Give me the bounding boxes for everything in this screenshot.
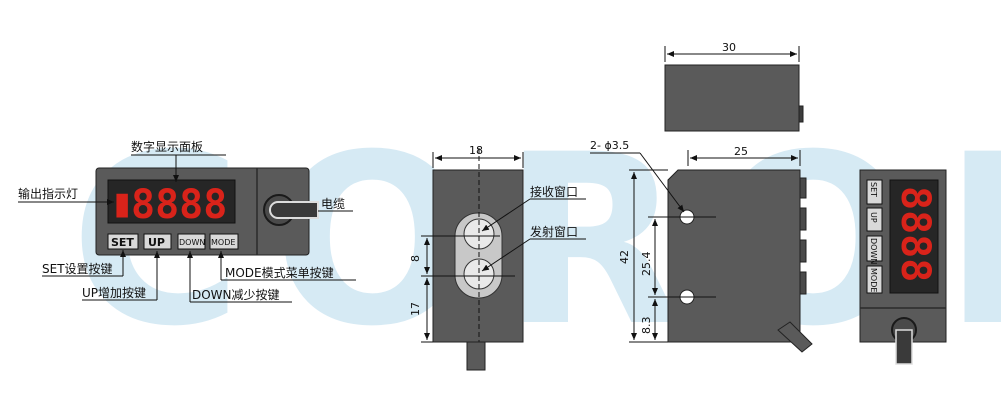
cable-label: 电缆	[321, 197, 345, 211]
emitter-label: 发射窗口	[530, 224, 578, 239]
side-view: 2- ϕ3.5 25 42 25.4 8.3	[590, 139, 813, 353]
dim-width: 18	[469, 144, 483, 157]
lens-view: 18 8 17 接收窗口 发射窗口	[409, 144, 586, 371]
mode-button[interactable]	[209, 233, 239, 250]
back-mode-button[interactable]	[866, 265, 883, 294]
receiver-label: 接收窗口	[530, 184, 578, 199]
cable	[269, 201, 319, 219]
indicator-label: 输出指示灯	[18, 186, 78, 201]
front-indicator-icon: ▮	[110, 180, 134, 226]
set-button[interactable]	[107, 233, 139, 250]
back-view: 8888 SET UP DOWN MODE	[859, 169, 947, 365]
down-key-label: DOWN减少按键	[192, 288, 280, 302]
set-button-label: SET	[111, 236, 134, 249]
back-cable	[895, 329, 913, 365]
display-panel-label: 数字显示面板	[131, 139, 203, 154]
dim-side-bottom: 8.3	[640, 317, 653, 335]
up-button-label: UP	[148, 236, 165, 249]
front-view: ▮ 8888 SET UP DOWN MODE 数字显示面板 输出指示灯 电缆 …	[18, 139, 356, 303]
back-set-label: SET	[869, 182, 878, 197]
front-display-digits: 8888	[131, 182, 227, 228]
dim-lens-bottom: 17	[409, 302, 422, 316]
mode-key-label: MODE模式菜单按键	[225, 266, 334, 280]
set-key-label: SET设置按键	[42, 262, 113, 276]
dim-side-length: 25	[734, 145, 748, 158]
down-button-label: DOWN	[179, 238, 205, 247]
back-down-button[interactable]	[866, 235, 883, 262]
back-set-button[interactable]	[866, 179, 883, 205]
mode-button-label: MODE	[211, 238, 235, 247]
top-view: 30	[664, 41, 804, 132]
dim-height: 42	[618, 250, 631, 264]
dim-top-length: 30	[722, 41, 736, 54]
lens-view-cable	[466, 341, 486, 371]
dim-lens-pitch: 8	[409, 255, 422, 262]
back-up-label: UP	[869, 212, 878, 223]
back-down-label: DOWN	[869, 238, 878, 264]
down-button[interactable]	[177, 233, 206, 250]
back-display-digits: 8888	[892, 186, 938, 282]
up-button[interactable]	[143, 233, 172, 250]
dim-hole: 2- ϕ3.5	[590, 139, 629, 152]
back-up-button[interactable]	[866, 207, 883, 232]
side-cable	[777, 321, 813, 353]
top-housing	[664, 64, 800, 132]
back-mode-label: MODE	[869, 268, 878, 292]
dim-hole-pitch: 25.4	[640, 252, 653, 277]
side-housing	[667, 169, 801, 343]
up-key-label: UP增加按键	[82, 286, 146, 300]
back-display-panel	[889, 179, 939, 294]
